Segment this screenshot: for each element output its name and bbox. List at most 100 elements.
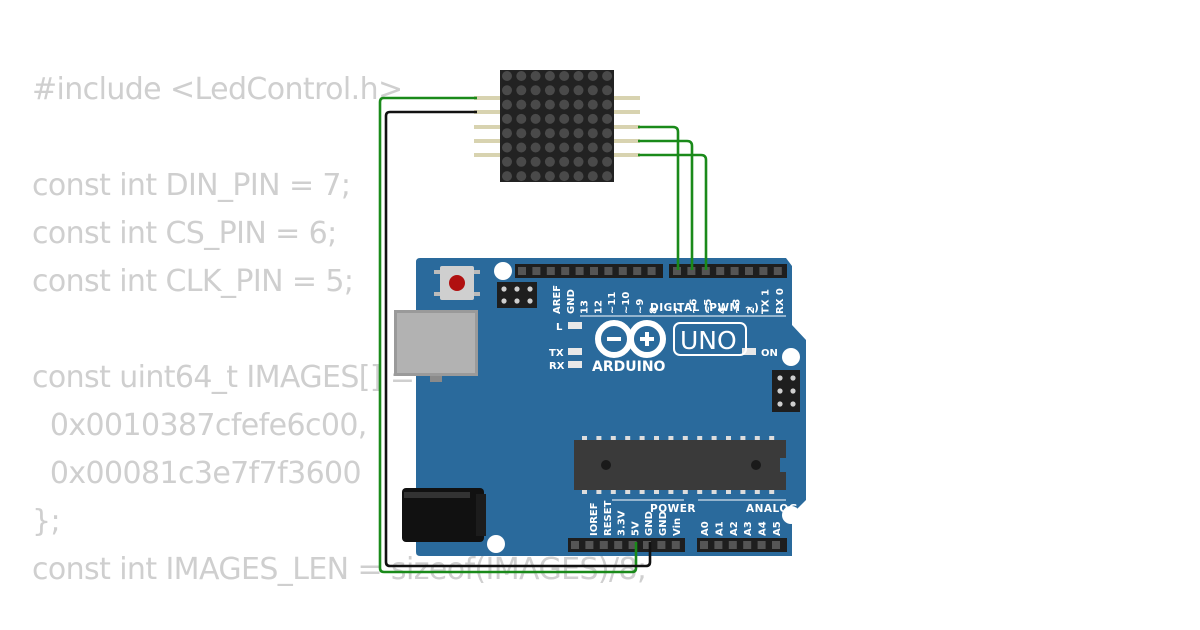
wire-gnd-black[interactable] [384, 110, 640, 568]
header-pin[interactable] [673, 267, 681, 275]
header-pin[interactable] [628, 541, 637, 549]
header-pin[interactable] [714, 541, 723, 549]
code-line: const int CLK_PIN = 5; [32, 264, 354, 299]
pin-label: A1 [714, 521, 725, 536]
wire-clk-green[interactable] [638, 153, 708, 270]
matrix-led [516, 156, 527, 167]
header-pin[interactable] [590, 267, 598, 275]
matrix-led [530, 128, 541, 139]
matrix-led [502, 71, 512, 81]
matrix-led [530, 156, 541, 167]
matrix-led [502, 113, 512, 124]
header-pin[interactable] [614, 541, 623, 549]
header-pin[interactable] [759, 267, 768, 275]
code-editor-text: #include <LedControl.h>const int DIN_PIN… [32, 66, 647, 594]
matrix-right-pins [612, 96, 640, 157]
wire-vcc-green[interactable] [378, 96, 638, 574]
code-line: const int IMAGES_LEN = sizeof(IMAGES)/8; [32, 552, 647, 587]
matrix-led [559, 99, 570, 110]
header-pin[interactable] [585, 541, 594, 549]
matrix-led [502, 85, 512, 96]
header-pin[interactable] [647, 267, 656, 275]
pin-label: RX 0 [775, 288, 786, 314]
pin-label: A2 [729, 521, 740, 536]
matrix-led [587, 99, 598, 110]
header-pin[interactable] [604, 267, 613, 275]
led-matrix-module[interactable] [474, 70, 640, 182]
header-pin[interactable] [772, 541, 780, 549]
matrix-led [559, 142, 570, 153]
power-header[interactable] [568, 538, 685, 552]
header-pin[interactable] [643, 541, 651, 549]
header-pin[interactable] [571, 541, 579, 549]
pin-label: 8 [649, 307, 660, 314]
pin-label: IOREF [589, 502, 600, 536]
header-pin[interactable] [657, 541, 666, 549]
header-pin[interactable] [671, 541, 680, 549]
header-pin[interactable] [532, 267, 541, 275]
header-pin[interactable] [546, 267, 555, 275]
analog-header[interactable] [697, 538, 787, 552]
on-label: ON [761, 348, 778, 359]
matrix-led [573, 128, 584, 139]
digital-header-right[interactable] [669, 264, 787, 278]
header-pin[interactable] [757, 541, 766, 549]
matrix-led [602, 142, 613, 153]
header-pin[interactable] [743, 541, 752, 549]
code-line: 0x00081c3e7f7f3600 [32, 456, 362, 491]
header-pin[interactable] [575, 267, 584, 275]
header-pin[interactable] [730, 267, 739, 275]
matrix-led [573, 156, 584, 167]
matrix-led [530, 71, 541, 81]
pin-label: GND [566, 289, 577, 314]
header-pin[interactable] [745, 267, 753, 275]
header-pin[interactable] [701, 267, 710, 275]
pin-label: A4 [758, 521, 769, 536]
reset-button[interactable] [434, 266, 480, 300]
wire-gnd-black-end [640, 542, 652, 568]
mounting-hole [494, 262, 512, 280]
matrix-led [516, 142, 527, 153]
matrix-led [602, 128, 613, 139]
matrix-led [530, 113, 541, 124]
pin-label: RESET [603, 500, 614, 536]
pin-label: A3 [743, 521, 754, 536]
matrix-led [502, 171, 512, 182]
code-line: 0x0010387cfefe6c00, [32, 408, 367, 443]
matrix-led [573, 99, 584, 110]
wire-cs-green[interactable] [638, 139, 694, 270]
header-pin[interactable] [599, 541, 608, 549]
header-pin[interactable] [518, 267, 526, 275]
matrix-led [573, 142, 584, 153]
digital-header-label: DIGITAL (PWM ~) [650, 302, 759, 314]
digital-header-left[interactable] [515, 264, 663, 278]
wire-din-green[interactable] [638, 125, 680, 270]
matrix-led [559, 113, 570, 124]
pin-label: GND [658, 511, 669, 536]
mounting-hole [782, 348, 800, 366]
pin-label: ~11 [607, 292, 618, 314]
power-jack [402, 488, 486, 542]
header-pin[interactable] [633, 267, 642, 275]
header-pin[interactable] [700, 541, 708, 549]
pin-label: 3.3V [617, 510, 628, 536]
header-pin[interactable] [561, 267, 570, 275]
matrix-led [602, 85, 613, 96]
pin-label: A5 [772, 521, 783, 536]
matrix-led [559, 128, 570, 139]
header-pin[interactable] [618, 267, 627, 275]
matrix-led [602, 99, 613, 110]
header-pin[interactable] [687, 267, 696, 275]
header-pin[interactable] [728, 541, 737, 549]
icsp-header-right [772, 370, 800, 412]
matrix-left-pins [474, 96, 502, 157]
matrix-led [559, 156, 570, 167]
tx-label: TX [549, 348, 564, 359]
header-pin[interactable] [716, 267, 725, 275]
header-pin[interactable] [773, 267, 782, 275]
pin-label: 4 [717, 307, 728, 314]
model-label: UNO [680, 326, 737, 355]
